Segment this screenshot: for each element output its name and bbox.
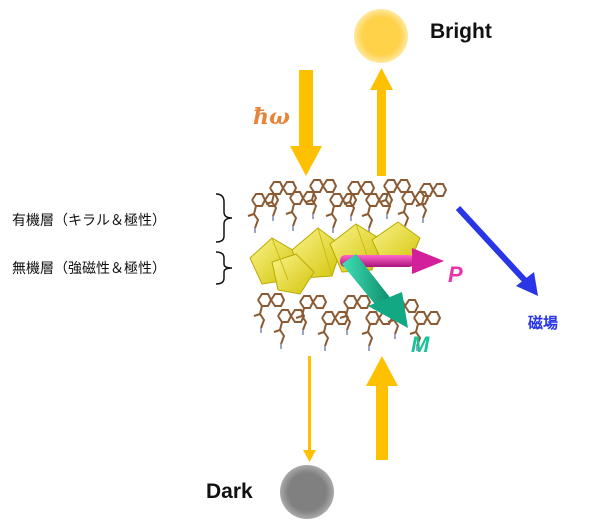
magnetic-field-arrow	[455, 205, 538, 296]
inorganic-layer-bracket	[215, 251, 233, 285]
photon-energy-label: ħω	[253, 104, 290, 130]
inorganic-layer-label: 無機層（強磁性＆極性）	[12, 261, 166, 277]
transmitted-light-arrow	[303, 356, 316, 462]
magnetization-arrow	[342, 254, 408, 328]
dark-label: Dark	[206, 480, 253, 503]
dark-spot-icon	[280, 465, 334, 519]
magnetic-field-label: 磁場	[528, 314, 559, 332]
polarization-label: P	[448, 262, 463, 287]
incoming-light-arrow-bottom	[366, 356, 398, 460]
organic-layer-molecules	[247, 179, 447, 234]
organic-layer-label: 有機層（キラル＆極性）	[12, 213, 166, 229]
incident-light-arrow	[290, 70, 322, 176]
bright-spot-icon	[354, 9, 408, 63]
organic-layer-bracket	[215, 193, 233, 243]
magnetization-label: M	[411, 332, 430, 357]
bright-label: Bright	[430, 20, 492, 43]
reflected-light-arrow	[370, 68, 393, 176]
